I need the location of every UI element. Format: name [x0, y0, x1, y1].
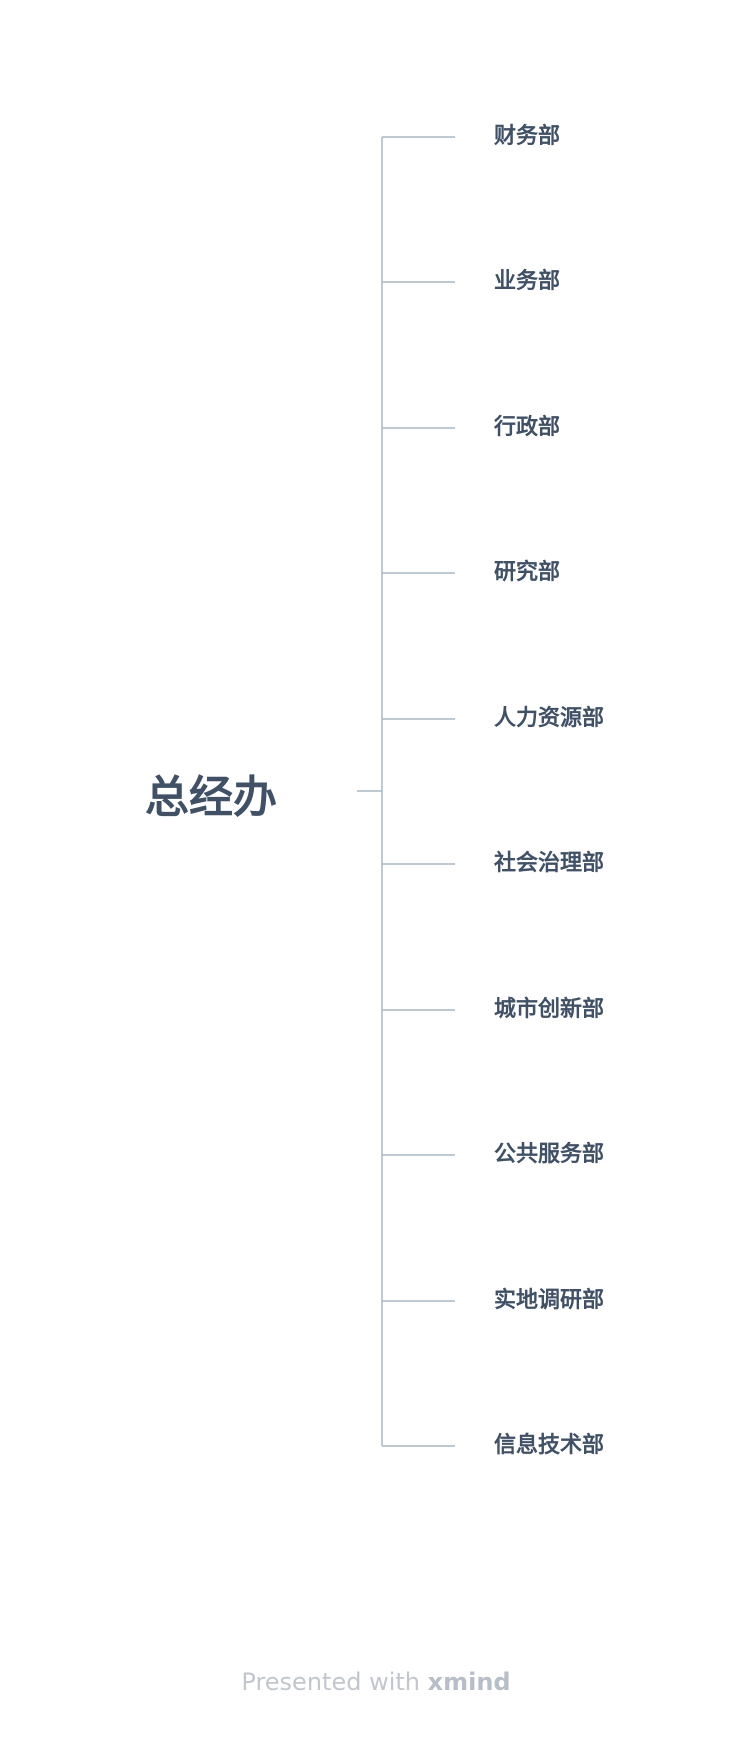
branch-topic-6[interactable]: 社会治理部	[494, 851, 605, 876]
branch-topic-1[interactable]: 财务部	[494, 124, 561, 149]
branch-topic-2[interactable]: 业务部	[494, 269, 561, 294]
root-topic[interactable]: 总经办	[145, 772, 277, 823]
branch-topic-3[interactable]: 行政部	[494, 415, 561, 440]
xmind-brand[interactable]: xmind	[427, 1668, 511, 1696]
branch-topic-9[interactable]: 实地调研部	[494, 1288, 605, 1313]
branch-topic-7[interactable]: 城市创新部	[494, 997, 605, 1022]
branch-topic-5[interactable]: 人力资源部	[494, 706, 605, 731]
branch-topic-8[interactable]: 公共服务部	[494, 1142, 605, 1167]
footer-prefix: Presented with	[241, 1668, 420, 1696]
branch-topic-4[interactable]: 研究部	[494, 560, 561, 585]
branch-topic-10[interactable]: 信息技术部	[494, 1433, 605, 1458]
footer-attribution: Presented with xmind	[0, 1668, 752, 1696]
